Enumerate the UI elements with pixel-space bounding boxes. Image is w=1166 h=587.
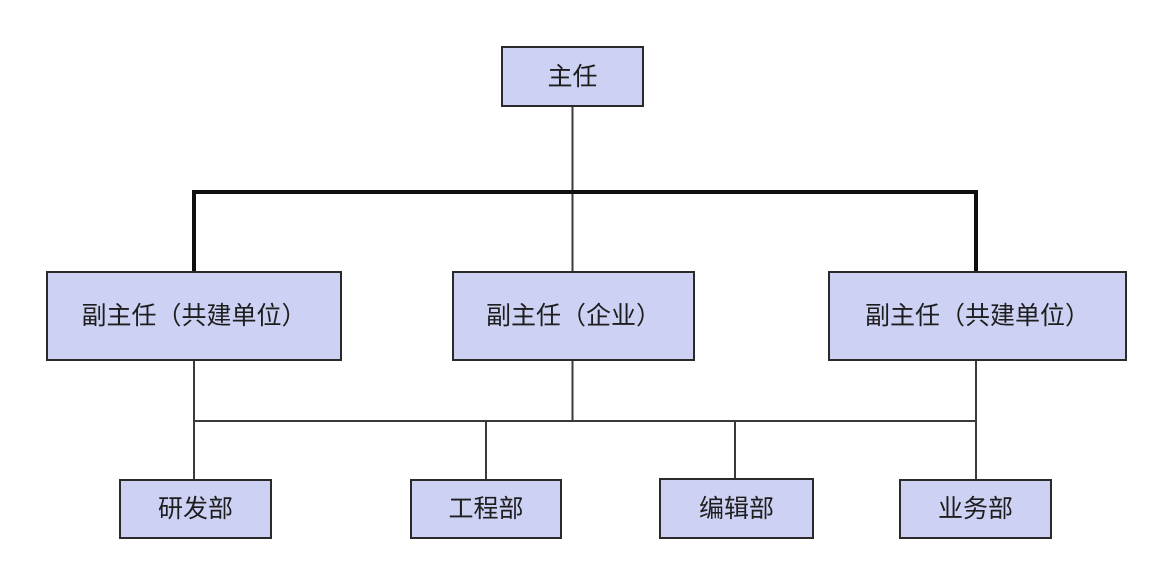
org-node-deputy-center: 副主任（企业）: [452, 271, 695, 361]
org-node-dept-engineering-label: 工程部: [448, 494, 524, 523]
org-node-deputy-left-label: 副主任（共建单位）: [81, 301, 307, 330]
org-node-dept-rd-label: 研发部: [157, 494, 233, 523]
org-node-dept-business-label: 业务部: [937, 494, 1013, 523]
org-node-deputy-right: 副主任（共建单位）: [828, 271, 1127, 361]
org-node-deputy-right-label: 副主任（共建单位）: [864, 301, 1090, 330]
org-node-dept-editorial-label: 编辑部: [698, 493, 774, 523]
org-node-dept-engineering: 工程部: [410, 479, 562, 539]
org-node-deputy-center-label: 副主任（企业）: [485, 301, 661, 330]
org-node-dept-rd: 研发部: [119, 479, 272, 539]
org-node-deputy-left: 副主任（共建单位）: [46, 271, 342, 361]
org-node-director-label: 主任: [547, 61, 598, 91]
org-node-dept-business: 业务部: [899, 479, 1052, 539]
connector-level2-bracket: [192, 190, 978, 273]
org-node-dept-editorial: 编辑部: [659, 478, 814, 539]
org-node-director: 主任: [501, 46, 644, 107]
